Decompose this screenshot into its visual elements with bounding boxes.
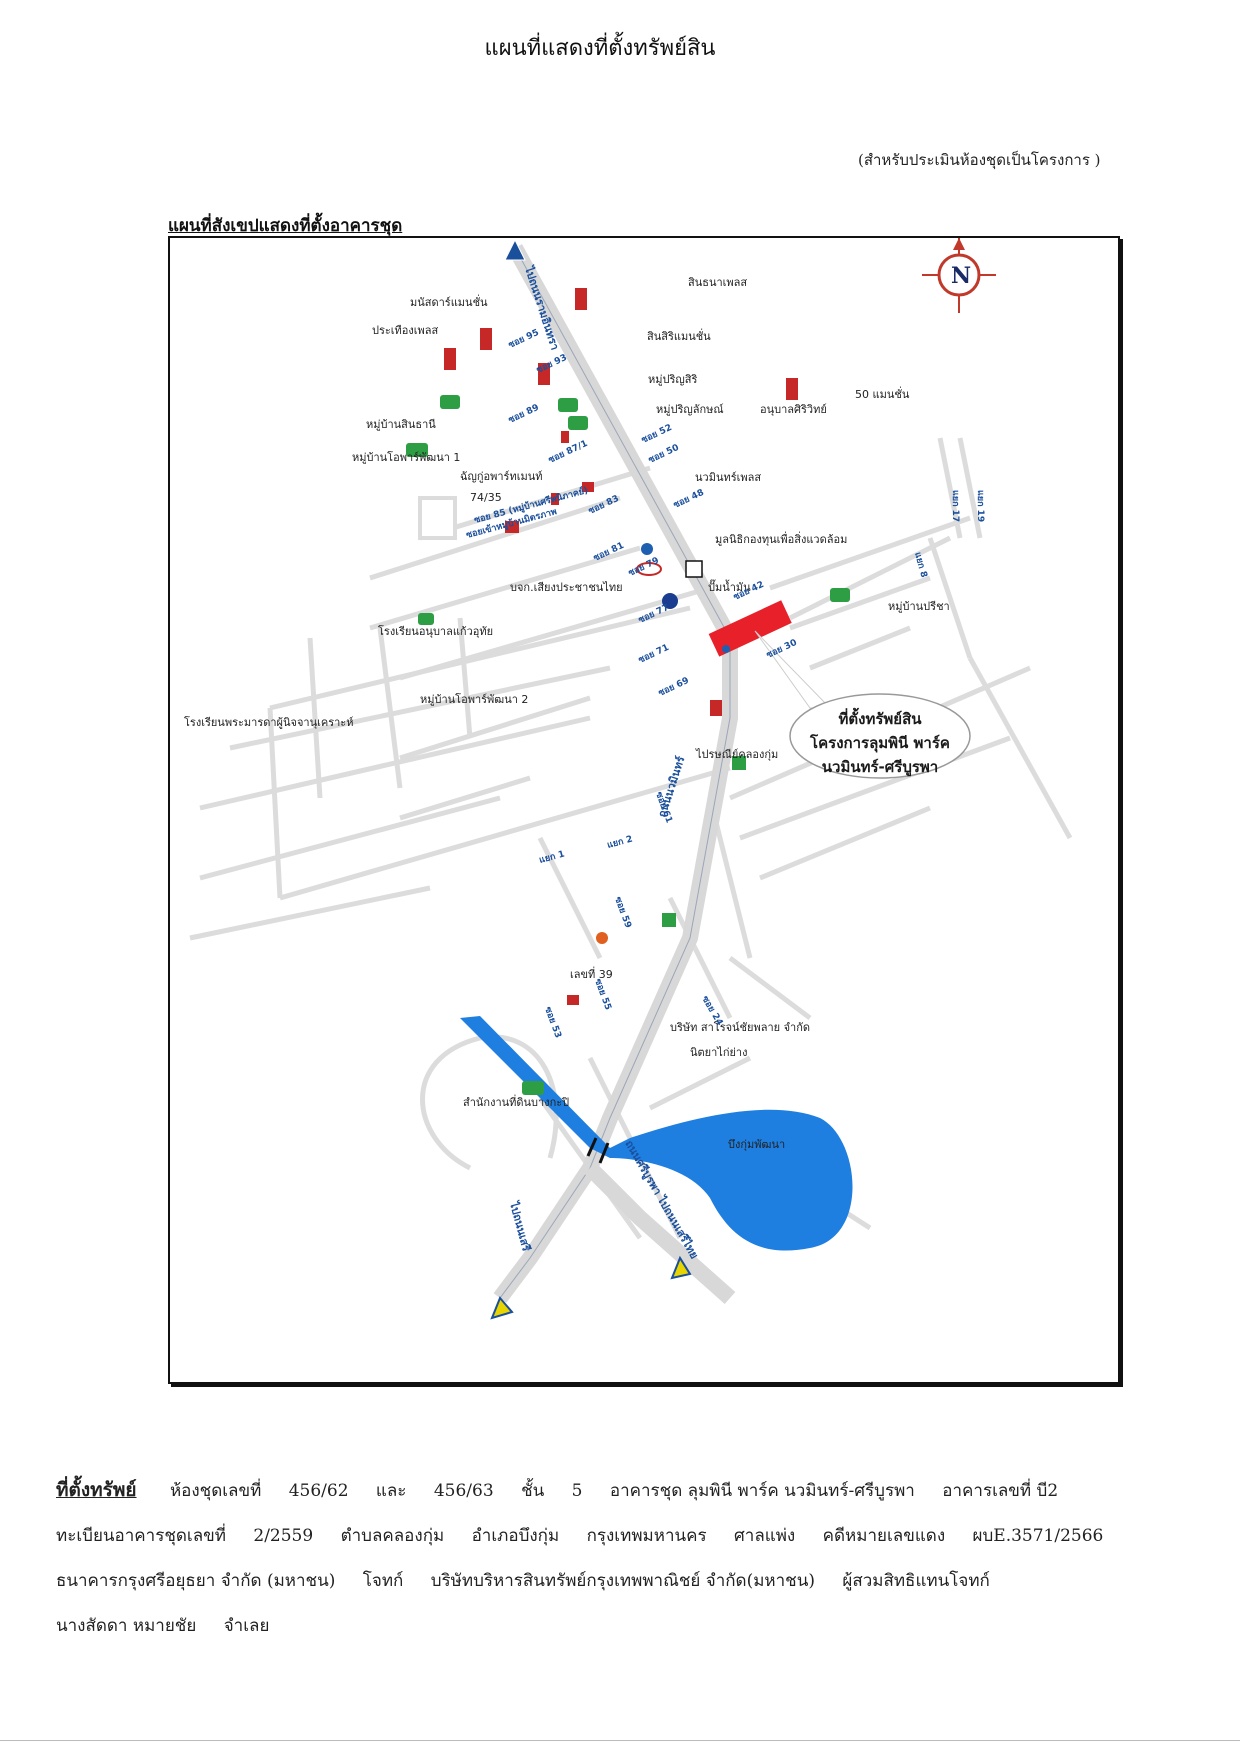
road-arrows [490,238,692,1320]
case-number: ผบE.3571/2566 [972,1526,1104,1546]
label-50-mansion: 50 แมนชั่น [855,386,910,401]
label-soi-s59: ซอย 59 [612,896,632,930]
label-soi-y17: แยก 17 [950,490,960,522]
esso-icon [636,562,662,576]
label-prinyasiri: หมู่ปริญสิริ [648,373,697,386]
label-foundation: มูลนิธิกองทุนเพื่อสิ่งแวดล้อม [715,531,847,546]
label-land-office: สำนักงานที่ดินบางกะปิ [463,1094,569,1109]
compass-north-label: N [951,263,971,289]
side-roads [189,437,1073,1240]
evaluation-note: (สำหรับประเมินห้องชุดเป็นโครงการ ) [858,151,1101,169]
label-siang-prachachon: บจก.เสียงประชาชนไทย [510,581,623,594]
label-saroj-company: บริษัท สาโรจน์ชัยพลาย จำกัด [670,1020,810,1034]
label-soi-s69: ซอย 69 [657,676,691,699]
label-soi-y19: แยก 19 [975,490,985,522]
label-nittaya-chicken: นิตยาไก่ย่าง [690,1046,747,1059]
label-soi-s71: ซอย 71 [637,643,671,666]
label-opat-pattana-2: หมู่บ้านโอพาร์พัฒนา 2 [420,692,528,706]
registration-label: ทะเบียนอาคารชุดเลขที่ [56,1526,226,1546]
map-caption: แผนที่สังเขปแสดงที่ตั้งอาคารชุด [168,216,403,236]
label-74-35: 74/35 [470,491,502,504]
label-road-seri: ไปถนนเสรี [507,1198,534,1253]
court: ศาลแพ่ง [734,1526,796,1546]
label-soi-s89: ซอย 89 [507,403,541,426]
label-fuel-station: ปั๊มน้ำมัน [708,579,751,594]
station-icon [641,543,653,555]
label-anuban-siriwit: อนุบาลศิริวิทย์ [760,403,827,416]
details-line-3: ธนาคารกรุงศรีอยุธยา จำกัด (มหาชน) โจทก์ … [56,1559,1186,1604]
callout-line-1: ที่ตั้งทรัพย์สิน [839,707,923,728]
label-sinsiri-mansion: สินสิริแมนชั่น [647,328,711,343]
label-bueng-kum-lake: บึงกุ่มพัฒนา [728,1138,785,1151]
canal-and-lake [460,1016,853,1251]
successor-label: ผู้สวมสิทธิแทนโจทก์ [842,1571,990,1591]
and-text: และ [375,1481,407,1501]
plaintiff-label: โจทก์ [362,1571,404,1591]
shell-icon [596,932,608,944]
district: อำเภอบึงกุ่ม [471,1526,560,1546]
label-nawamin-place: นวมินทร์เพลส [695,471,761,484]
label-soi-s48: ซอย 48 [672,488,706,511]
building-icons [444,288,798,716]
label-soi-s30: ซอย 30 [765,638,799,661]
label-anuban-school: โรงเรียนอนุบาลแก้วอุทัย [378,624,493,638]
label-no-39: เลขที่ 39 [570,966,613,981]
details-heading: ที่ตั้งทรัพย์ [56,1479,137,1501]
subdistrict: ตำบลคลองกุ่ม [340,1526,445,1546]
label-prinyalak: หมู่ปริญลักษณ์ [656,403,724,416]
unit-number-1: 456/62 [288,1481,349,1501]
road-sriburapha [584,1162,736,1304]
label-prathueang-place: ประเทืองเพลส [372,324,439,337]
building-number: อาคารเลขที่ บี2 [942,1481,1059,1501]
label-soi-s53: ซอย 53 [542,1006,562,1040]
label-pramarda-school: โรงเรียนพระมารดาผู้นิจจานุเคราะห์ [184,715,353,729]
registration-number: 2/2559 [253,1526,314,1546]
property-site-marker [708,600,792,657]
floor-number: 5 [571,1481,583,1501]
label-chanyaput-apartment: ฉัญกู่อพาร์ทเมนท์ [460,470,543,483]
defendant: นางสัดดา หมายชัย [56,1616,197,1636]
fuel-pump-icon [685,560,703,578]
callout-line-3: นวมินทร์-ศรีบูรพา [822,758,938,777]
case-label: คดีหมายเลขแดง [822,1526,946,1546]
label-opat-pattana-1: หมู่บ้านโอพาร์พัฒนา 1 [352,450,460,464]
label-soi-y8: แยก 8 [912,551,928,579]
plaintiff: ธนาคารกรุงศรีอยุธยา จำกัด (มหาชน) [56,1571,336,1591]
unit-number-2: 456/63 [433,1481,494,1501]
label-soi-s83: ซอย 83 [587,494,621,517]
label-soi-s93: ซอย 93 [535,353,569,376]
details-line-2: ทะเบียนอาคารชุดเลขที่ 2/2559 ตำบลคลองกุ่… [56,1514,1186,1559]
compass-icon [922,238,996,313]
province: กรุงเทพมหานคร [586,1526,707,1546]
callout-line-2: โครงการลุมพินี พาร์ค [809,733,950,753]
label-post-office: ไปรษณีย์คลองกุ่ม [695,748,778,761]
details-line-4: นางสัดดา หมายชัย จำเลย [56,1604,1186,1649]
floor-label: ชั้น [521,1481,545,1501]
label-soi-s50: ซอย 50 [647,443,681,466]
convenience-store-icons [662,756,746,927]
bank-icon [662,593,678,609]
page-edge [0,1740,1240,1741]
defendant-label: จำเลย [223,1616,270,1636]
location-map: สินธนาเพลสสินสิริแมนชั่น มนัสดาร์แมนชั่นป… [168,236,1120,1384]
village-icons [406,395,850,1095]
label-sinthana-place: สินธนาเพลส [688,276,748,289]
label-soi-s95: ซอย 95 [507,328,541,351]
details-line-1: ที่ตั้งทรัพย์ ห้องชุดเลขที่ 456/62 และ 4… [56,1468,1186,1514]
label-pricha-village: หมู่บ้านปรีชา [888,600,950,613]
unit-label: ห้องชุดเลขที่ [169,1481,262,1501]
label-manatsda-mansion: มนัสดาร์แมนชั่น [410,294,488,309]
page-title: แผนที่แสดงที่ตั้งทรัพย์สิน [484,36,716,61]
property-details: ที่ตั้งทรัพย์ ห้องชุดเลขที่ 456/62 และ 4… [56,1468,1186,1649]
label-soi-s52: ซอย 52 [640,423,674,446]
site-callout [789,693,971,779]
label-soi-s55: ซอย 55 [592,978,612,1012]
condo-name: อาคารชุด ลุมพินี พาร์ค นวมินทร์-ศรีบูรพา [609,1481,915,1501]
label-soi-y2: แยก 2 [606,835,634,851]
successor: บริษัทบริหารสินทรัพย์กรุงเทพพาณิชย์ จำกั… [430,1571,815,1591]
label-sinthani-village: หมู่บ้านสินธานี [366,418,436,431]
label-soi-s81: ซอย 81 [592,541,626,564]
